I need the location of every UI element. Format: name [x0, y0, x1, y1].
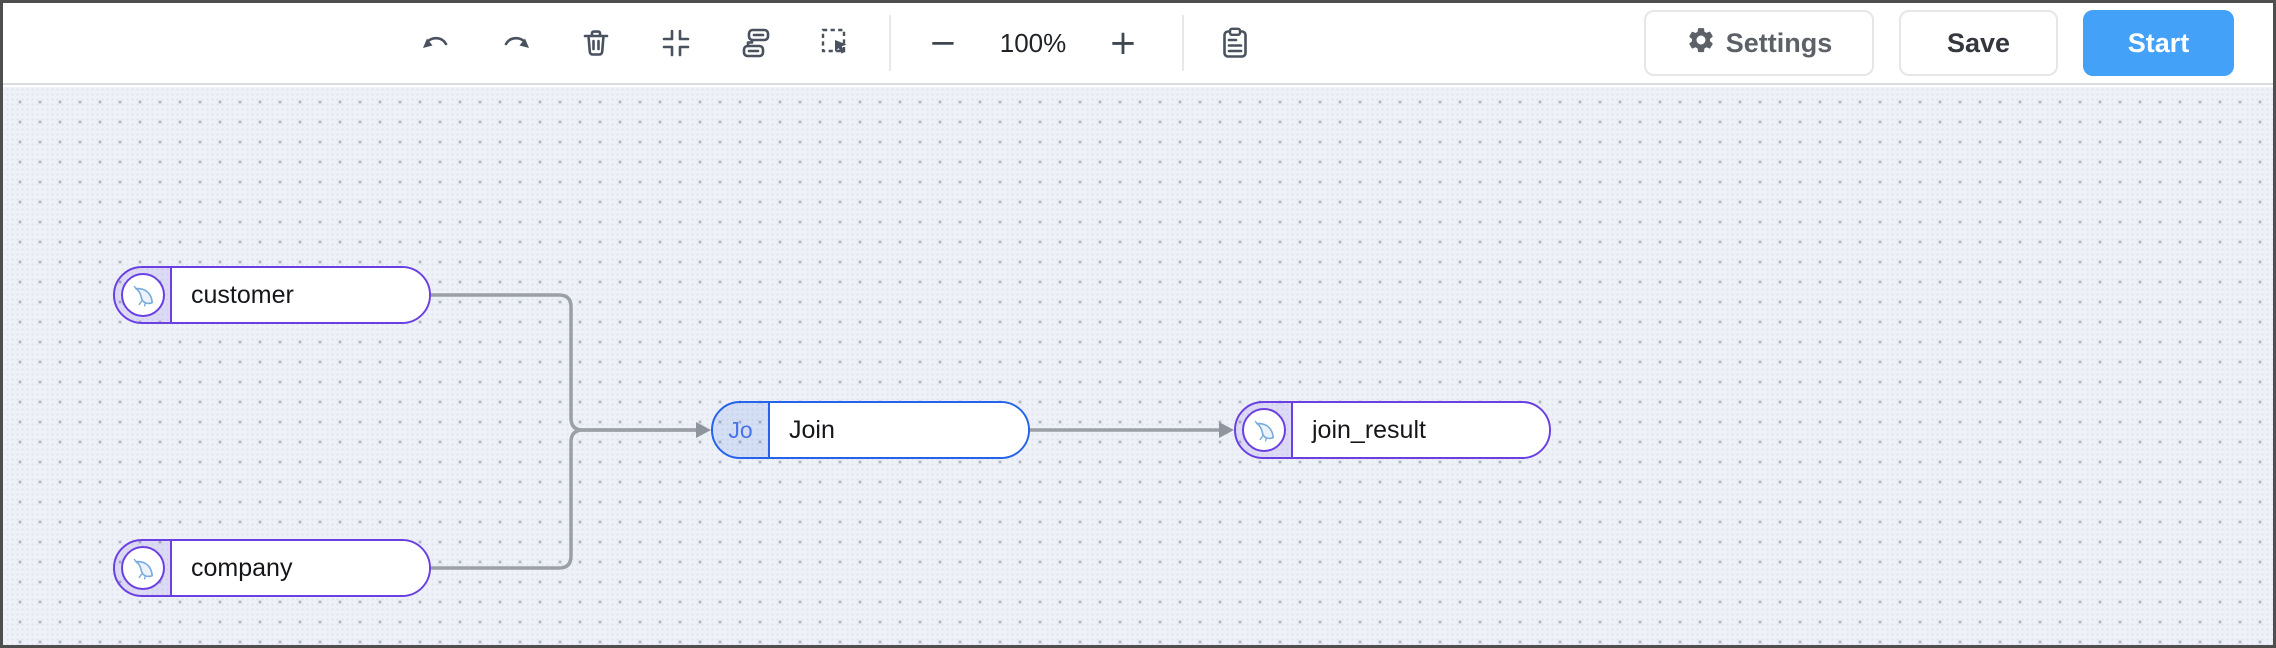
mysql-dolphin-icon — [1241, 408, 1286, 452]
redo-icon — [498, 25, 534, 61]
toolbar: − 100% + Settings Save — [3, 3, 2273, 85]
zoom-out-button[interactable]: − — [919, 19, 967, 67]
marquee-select-button[interactable] — [812, 19, 860, 67]
marquee-select-icon — [818, 25, 854, 61]
undo-button[interactable] — [412, 19, 460, 67]
settings-button[interactable]: Settings — [1644, 10, 1874, 76]
node-icon-section — [115, 268, 172, 322]
auto-layout-icon — [738, 25, 774, 61]
join-badge: Jo — [728, 416, 753, 443]
start-button-label: Start — [2127, 27, 2190, 58]
mysql-dolphin-icon — [120, 273, 165, 317]
save-button-label: Save — [1946, 27, 2011, 58]
auto-layout-button[interactable] — [732, 19, 780, 67]
edge-company-join — [431, 428, 696, 570]
zoom-level: 100% — [999, 27, 1067, 58]
toolbar-divider — [889, 15, 891, 71]
node-label: join_result — [1293, 403, 1549, 457]
node-icon-section — [115, 541, 172, 595]
gear-icon — [1686, 25, 1716, 62]
mysql-dolphin-icon — [120, 546, 165, 590]
zoom-in-button[interactable]: + — [1099, 19, 1147, 67]
node-icon-section: Jo — [713, 403, 770, 457]
save-button[interactable]: Save — [1899, 10, 2058, 76]
node-label: company — [172, 541, 429, 595]
trash-icon — [578, 25, 614, 61]
settings-button-label: Settings — [1725, 27, 1833, 58]
arrowhead-icon — [1219, 422, 1234, 438]
node-join-result[interactable]: join_result — [1234, 401, 1551, 459]
clipboard-icon — [1217, 25, 1253, 61]
node-company[interactable]: company — [113, 539, 431, 597]
start-button[interactable]: Start — [2083, 10, 2234, 76]
run-log-button[interactable] — [1211, 19, 1259, 67]
node-customer[interactable]: customer — [113, 266, 431, 324]
edge-layer — [431, 293, 1234, 570]
arrowhead-icon — [696, 422, 711, 438]
delete-button[interactable] — [572, 19, 620, 67]
fit-view-icon — [658, 25, 694, 61]
fit-view-button[interactable] — [652, 19, 700, 67]
undo-icon — [418, 25, 454, 61]
node-label: customer — [172, 268, 429, 322]
flow-canvas[interactable]: customer company Jo Join — [3, 87, 2273, 645]
toolbar-divider — [1182, 15, 1184, 71]
node-icon-section — [1236, 403, 1293, 457]
node-label: Join — [770, 403, 1028, 457]
redo-button[interactable] — [492, 19, 540, 67]
edge-customer-join — [431, 293, 696, 432]
node-join[interactable]: Jo Join — [711, 401, 1030, 459]
